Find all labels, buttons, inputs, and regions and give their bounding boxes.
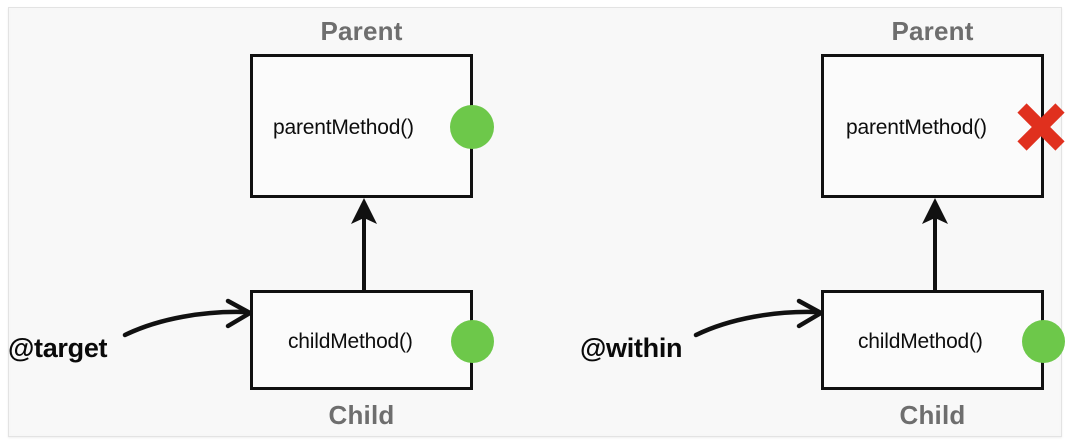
right-child-match-dot-icon (1022, 320, 1065, 363)
target-annotation-label: @target (8, 333, 108, 363)
right-parent-box[interactable] (821, 54, 1044, 198)
within-annotation-label: @within (580, 333, 683, 363)
right-child-caption: Child (899, 400, 966, 430)
left-child-method-label: childMethod() (288, 330, 413, 353)
left-child-caption: Child (328, 400, 395, 430)
right-parent-method-label: parentMethod() (846, 116, 987, 139)
left-parent-caption: Parent (320, 16, 403, 46)
left-child-box[interactable] (250, 290, 473, 390)
left-parent-box[interactable] (250, 54, 473, 198)
right-child-method-label: childMethod() (858, 330, 983, 353)
right-child-box[interactable] (821, 290, 1044, 390)
left-parent-method-label: parentMethod() (273, 116, 414, 139)
right-parent-caption: Parent (891, 16, 974, 46)
left-child-match-dot-icon (451, 320, 494, 363)
left-parent-match-dot-icon (450, 105, 494, 149)
